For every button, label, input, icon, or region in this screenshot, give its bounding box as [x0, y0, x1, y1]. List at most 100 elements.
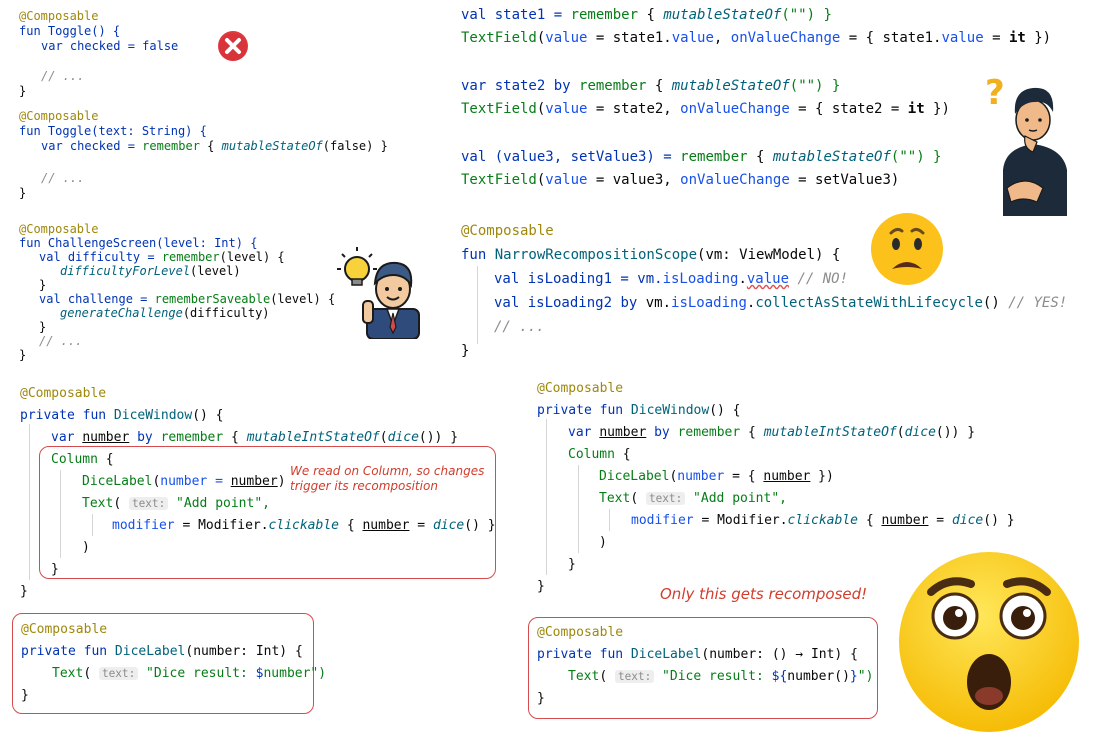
code-token: val state1 = [461, 7, 571, 23]
code-token: NarrowRecompositionScope [494, 247, 698, 263]
code-token: ) [277, 474, 286, 489]
parameter-hint: text: [645, 492, 686, 505]
code-token: (number: Int) { [185, 644, 303, 659]
code-line: ) [82, 540, 90, 555]
code-token: private fun [20, 408, 114, 423]
column-highlight-box [39, 446, 496, 579]
astonished-face-icon [897, 550, 1081, 734]
code-line: } [39, 278, 47, 292]
snippet-dice-label-left: @Composable private fun DiceLabel(number… [21, 622, 326, 703]
code-token: DiceWindow [630, 403, 710, 418]
code-token: difficultyForLevel [60, 264, 191, 278]
code-token: ()) } [418, 430, 459, 445]
code-token: () { [192, 408, 224, 423]
code-token: isLoading [671, 295, 747, 311]
code-token: = setValue3) [789, 172, 900, 188]
note-line: We read on Column, so changes [290, 464, 485, 478]
code-token: TextField [461, 30, 537, 46]
code-token: = { [724, 469, 764, 484]
question-mark: ? [985, 73, 1005, 113]
code-token: number [160, 474, 208, 489]
code-token: , [713, 30, 731, 46]
code-token: }) [924, 101, 950, 117]
code-token: . [746, 295, 756, 311]
parameter-hint: text: [128, 497, 169, 510]
code-token: value [746, 271, 790, 287]
code-token: dice [387, 430, 419, 445]
code-line: fun Toggle() { [19, 24, 121, 38]
code-token: $ [255, 666, 264, 681]
code-token: value [545, 172, 588, 188]
code-line: } [568, 557, 576, 572]
code-token: remember [160, 430, 224, 445]
code-token: mutableIntStateOf [246, 430, 380, 445]
code-token: () { [709, 403, 741, 418]
code-comment: // ... [494, 319, 545, 335]
code-token: it [907, 101, 925, 117]
code-token: (vm: ViewModel) { [697, 247, 841, 263]
code-token: ("") } [789, 78, 841, 94]
code-token: ( [896, 425, 905, 440]
code-token: remember [579, 78, 647, 94]
code-token: "Add point", [168, 496, 270, 511]
code-token: } [849, 669, 858, 684]
annotation: @Composable [537, 381, 624, 396]
code-comment: // YES! [1008, 295, 1068, 311]
code-token: ") [857, 669, 874, 684]
annotation: @Composable [21, 622, 108, 637]
code-token: TextField [461, 172, 537, 188]
code-token: value [545, 30, 588, 46]
code-token: () [982, 295, 1009, 311]
code-token: ( [536, 172, 546, 188]
code-token: number [677, 469, 725, 484]
code-token: (difficulty) [182, 306, 270, 320]
code-token: = Modifier. [174, 518, 269, 533]
parameter-hint: text: [614, 670, 655, 683]
code-token: modifier [112, 518, 175, 533]
code-token: ( [599, 669, 615, 684]
code-token: = { state1. [840, 30, 942, 46]
recomposition-note: We read on Column, so changes trigger it… [290, 464, 484, 494]
code-line: } [19, 84, 27, 98]
idea-person-icon [337, 247, 427, 340]
code-token: onValueChange [680, 101, 790, 117]
code-token: ( [83, 666, 99, 681]
code-token: generateChallenge [60, 306, 183, 320]
snippet-toggle-simple: @Composable fun Toggle() { var checked =… [19, 10, 419, 100]
code-token: val difficulty = [39, 250, 162, 264]
code-token: ( [630, 491, 646, 506]
code-line: var checked = false [41, 39, 179, 53]
code-token: { [858, 513, 882, 528]
code-token: ( [536, 30, 546, 46]
code-token: onValueChange [730, 30, 841, 46]
code-token: value [671, 30, 714, 46]
code-token: var checked = [41, 139, 143, 153]
code-token: TextField [461, 101, 537, 117]
code-token: Text [599, 491, 631, 506]
code-token: mutableStateOf [663, 7, 782, 23]
close-icon [217, 30, 249, 62]
code-token: = value3, [587, 172, 681, 188]
code-token: { [638, 7, 664, 23]
code-token: = state1. [587, 30, 672, 46]
dice-label-right-box [528, 617, 878, 719]
code-token: ( [379, 430, 388, 445]
code-line: } [20, 584, 28, 599]
code-token: (number: () → Int) { [701, 647, 858, 662]
annotation: @Composable [19, 222, 99, 236]
code-token: = Modifier. [693, 513, 788, 528]
code-token: modifier [631, 513, 694, 528]
code-token: number [763, 469, 811, 484]
code-token: dice [951, 513, 984, 528]
code-token: rememberSaveable [154, 292, 271, 306]
snippet-challenge-screen: @Composable fun ChallengeScreen(level: I… [19, 223, 349, 363]
worried-face-icon [869, 211, 945, 287]
code-line: } [21, 688, 29, 703]
code-token: }) [1025, 30, 1052, 46]
code-token: ("") } [781, 7, 832, 23]
code-token: remember [161, 250, 220, 264]
code-token: { [614, 447, 631, 462]
code-token: onValueChange [680, 172, 790, 188]
code-line: } [537, 579, 545, 594]
only-this-recomposed-note: Only this gets recomposed! [660, 585, 868, 603]
